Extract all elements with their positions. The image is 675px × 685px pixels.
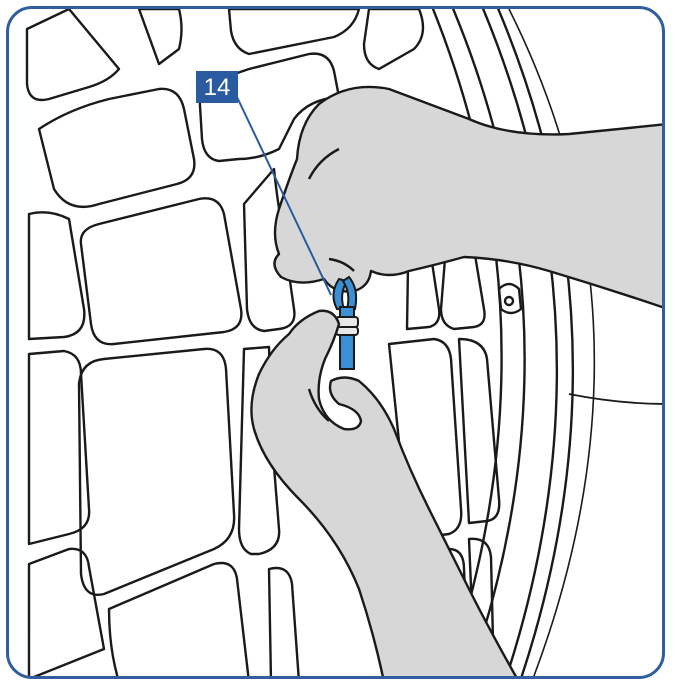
assembly-illustration: 14 (9, 9, 665, 679)
illustration-frame: 14 (6, 6, 665, 679)
callout-badge: 14 (196, 71, 238, 103)
callout-number: 14 (204, 74, 231, 101)
upper-hand (274, 87, 665, 309)
lower-hand (251, 311, 519, 679)
